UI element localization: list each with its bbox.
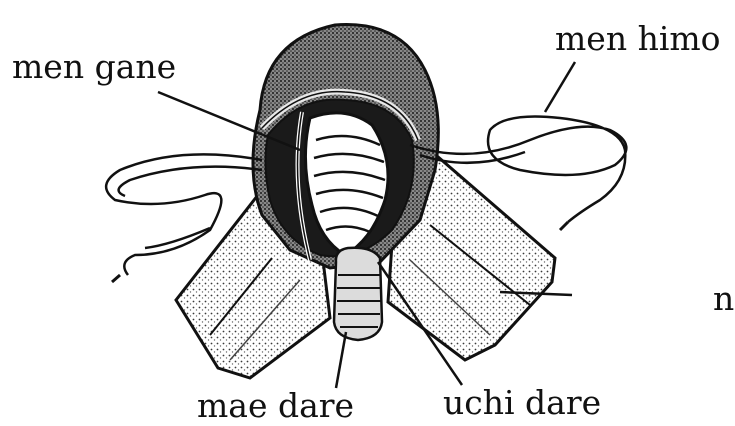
leader-men-himo xyxy=(545,62,575,112)
label-men-gane: men gane xyxy=(12,50,176,83)
label-men-himo: men himo xyxy=(555,22,721,55)
label-uchi-dare: uchi dare xyxy=(443,386,601,419)
mae-dare-throat xyxy=(334,248,382,340)
label-cut-off: n xyxy=(713,282,734,315)
label-mae-dare: mae dare xyxy=(197,389,354,422)
leader-mae-dare xyxy=(336,332,346,388)
